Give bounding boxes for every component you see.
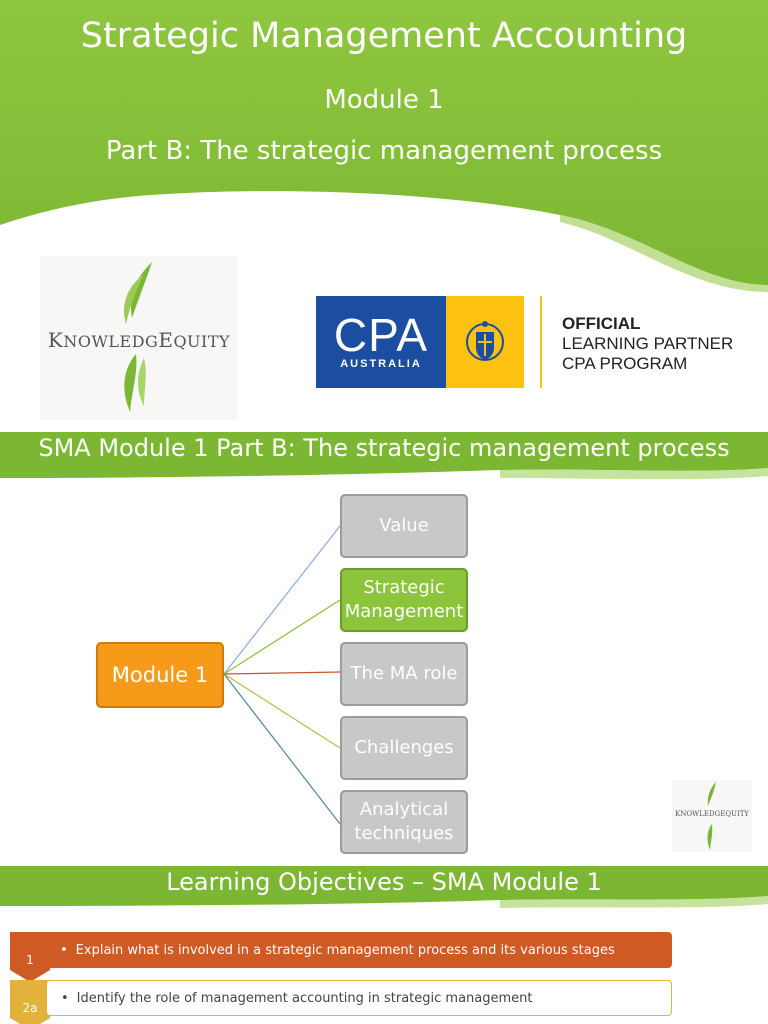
process-slide: SMA Module 1 Part B: The strategic manag… xyxy=(0,432,768,862)
objectives-slide: Learning Objectives – SMA Module 1 1 •Ex… xyxy=(0,866,768,1024)
value-node[interactable]: Value xyxy=(340,494,468,558)
slide-title: Learning Objectives – SMA Module 1 xyxy=(166,868,602,896)
leaf-icon xyxy=(124,262,152,412)
connector-lines xyxy=(223,525,341,825)
slide-title: Strategic Management Accounting xyxy=(80,16,688,56)
official-partner-text: OFFICIAL LEARNING PARTNER CPA PROGRAM xyxy=(562,314,734,373)
leaf-icon xyxy=(707,782,716,850)
cpa-yellow-panel xyxy=(446,296,524,388)
objective-number: 1 xyxy=(26,953,34,967)
cpa-divider xyxy=(540,296,542,388)
cpa-australia-logo: CPA AUSTRALIA OFFICIAL LEARNING PARTNER … xyxy=(316,296,746,390)
knowledgequity-logo: KNOWLEDGEQUITY xyxy=(40,256,238,420)
objective-text-box: •Identify the role of management account… xyxy=(46,980,672,1016)
objective-number-chevron xyxy=(10,980,50,1024)
crest-icon xyxy=(466,321,504,361)
module-1-node[interactable]: Module 1 xyxy=(96,642,224,708)
cpa-blue-panel: CPA AUSTRALIA xyxy=(316,296,446,388)
objective-item: 2a •Identify the role of management acco… xyxy=(10,980,678,1024)
slide-title: SMA Module 1 Part B: The strategic manag… xyxy=(38,434,730,462)
challenges-node[interactable]: Challenges xyxy=(340,716,468,780)
objective-item: 1 •Explain what is involved in a strateg… xyxy=(10,932,678,982)
strategic-management-node[interactable]: Strategic Management xyxy=(340,568,468,632)
title-slide: Strategic Management Accounting Module 1… xyxy=(0,0,768,428)
module-subtitle: Module 1 xyxy=(324,85,444,115)
knowledgequity-wordmark: KNOWLEDGEQUITY xyxy=(47,328,231,352)
analytical-techniques-node[interactable]: Analytical techniques xyxy=(340,790,468,854)
header-wave xyxy=(0,0,768,292)
objective-number-chevron xyxy=(10,932,50,982)
ma-role-node[interactable]: The MA role xyxy=(340,642,468,706)
header-band xyxy=(0,866,768,908)
objective-text-box: •Explain what is involved in a strategic… xyxy=(46,932,672,968)
knowledgequity-small-logo: KNOWLEDGEQUITY xyxy=(672,780,752,852)
australia-label: AUSTRALIA xyxy=(340,358,422,370)
header-band xyxy=(0,432,768,480)
cpa-wordmark: CPA xyxy=(333,309,429,361)
objective-number: 2a xyxy=(22,1001,38,1015)
part-subtitle: Part B: The strategic management process xyxy=(105,136,663,166)
